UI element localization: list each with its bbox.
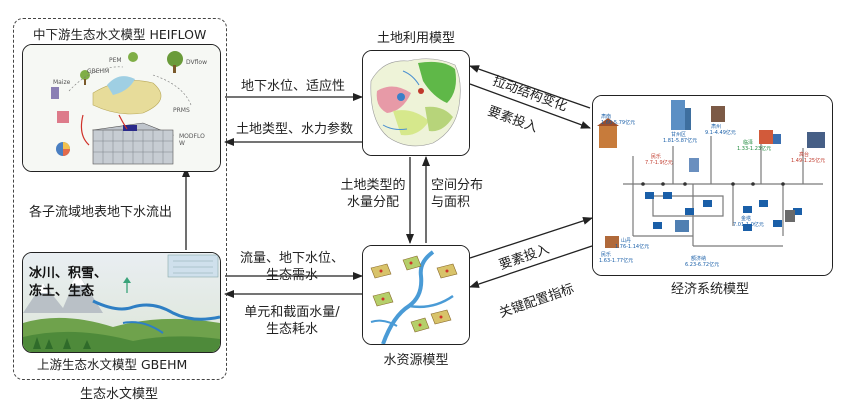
econ-title: 经济系统模型 [670, 282, 749, 297]
gbehm-text-line1: 冰川、积雪、 [29, 266, 108, 281]
econ-place-8-value: 1.76-1.14亿元 [615, 244, 650, 250]
label-gbehm-to-heiflow: 各子流域地表地下水流出 [29, 205, 173, 220]
econ-place-3-name: 肃州 [711, 124, 722, 130]
econ-place-6-value: 1.49-1.25亿元 [791, 158, 826, 164]
label-gbehm-to-water-1: 单元和截面水量/ [244, 305, 340, 320]
econ-place-10-name: 额济纳 [691, 256, 707, 262]
ecohydro-caption: 生态水文模型 [79, 387, 158, 402]
econ-place-4-name: 民乐 [651, 154, 662, 160]
land-title: 土地利用模型 [376, 31, 455, 46]
land-use-map [363, 51, 469, 155]
label-water-to-gbehm-2: 生态需水 [265, 268, 318, 283]
label-land-water-right-2: 与面积 [431, 195, 471, 210]
water-title: 水资源模型 [383, 353, 449, 368]
building-icons [597, 100, 825, 248]
ecohydro-group [13, 18, 227, 380]
heiflow-label-gbehm: GBEHM [87, 68, 110, 75]
heiflow-illustration [23, 45, 220, 171]
econ-place-7-value: 7.01-1.0亿元 [733, 222, 764, 228]
arrow-econ-to-land [469, 65, 591, 109]
econ-panel: 肃南 1.60-5.79亿元 甘州区 1.81-5.87亿元 肃州 9.1-4.… [592, 95, 833, 276]
label-gbehm-to-water-2: 生态耗水 [265, 322, 318, 337]
water-resources-diagram [363, 246, 469, 344]
label-water-to-gbehm-1: 流量、地下水位、 [239, 251, 344, 266]
heiflow-label-pem: PEM [109, 57, 122, 64]
gbehm-panel: 冰川、积雪、 冻土、生态 [22, 252, 221, 353]
econ-place-3-value: 9.1-4.49亿元 [705, 130, 736, 136]
econ-place-5-value: 1.33-1.23亿元 [737, 146, 772, 152]
econ-place-9-value: 1.63-1.77亿元 [599, 258, 634, 264]
heiflow-title: 中下游生态水文模型 HEIFLOW [33, 27, 207, 42]
gbehm-text-line2: 冻土、生态 [29, 284, 95, 299]
arrow-water-to-econ [469, 217, 593, 259]
label-heiflow-to-land: 地下水位、适应性 [241, 79, 346, 94]
heiflow-label-prms: PRMS [173, 107, 190, 114]
heiflow-label-dvflow: DVflow [186, 59, 207, 66]
econ-place-9-name: 民乐 [601, 252, 612, 258]
econ-place-4-value: 7.7-1.9亿元 [645, 160, 673, 166]
econ-place-1-value: 1.60-5.79亿元 [601, 120, 636, 126]
econ-place-7-name: 金塔 [741, 216, 752, 222]
land-panel [362, 50, 470, 156]
arrow-econ-to-water [469, 245, 593, 288]
econ-place-2-name: 甘州区 [671, 132, 687, 138]
heiflow-label-maize: Maize [53, 79, 71, 86]
econ-place-6-name: 高台 [799, 152, 810, 158]
heiflow-panel: PEM DVflow GBEHM Maize PRMS MODFLO W [22, 44, 221, 172]
gbehm-illustration [23, 253, 220, 352]
econ-place-8-name: 山丹 [621, 238, 632, 244]
econ-place-5-name: 临泽 [743, 140, 754, 146]
water-panel [362, 245, 470, 345]
gbehm-title: 上游生态水文模型 GBEHM [37, 357, 188, 372]
econ-place-10-value: 6.23-6.72亿元 [685, 262, 720, 268]
econ-network-diagram [593, 96, 832, 275]
label-land-water-right-1: 空间分布 [431, 178, 484, 193]
label-land-water-left-2: 水量分配 [346, 195, 399, 210]
econ-place-1-name: 肃南 [601, 114, 612, 120]
label-land-water-left-1: 土地类型的 [340, 178, 406, 193]
heiflow-label-modflow: MODFLO W [179, 133, 205, 147]
label-land-to-heiflow: 土地类型、水力参数 [236, 122, 354, 137]
econ-place-2-value: 1.81-5.87亿元 [663, 138, 698, 144]
arrow-land-to-econ [469, 83, 591, 129]
modflow-grid-icon [91, 122, 175, 165]
